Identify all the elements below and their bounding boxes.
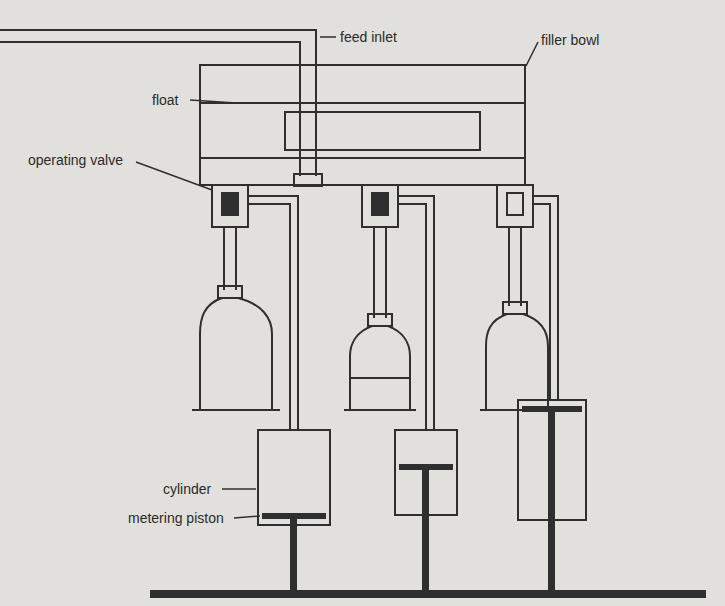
leader-line [222,488,256,490]
bottle-base [344,409,416,411]
bottle-base [192,409,280,411]
part-label: metering piston [128,510,224,526]
fill-stem [509,227,521,306]
stem-collar [368,314,392,326]
valve-core [372,193,388,215]
float-rod [200,157,525,159]
part-label: cylinder [163,481,211,497]
part-label: float [152,92,178,108]
float-rod [200,102,525,104]
valve-core [507,193,523,215]
bottle [200,298,272,410]
leader-line [190,100,236,103]
leader-line [234,516,260,518]
valve-body [362,185,398,227]
stem-collar [503,302,527,314]
feed-pipe [0,42,300,176]
bottle [350,326,410,410]
cylinder-body [258,430,330,525]
liquid-level [350,377,410,379]
valve-core [222,193,238,215]
metering-pipe [248,196,298,430]
piston-rod [548,406,555,593]
part-label: feed inlet [340,29,397,45]
filler-bowl-outline [200,65,525,185]
piston-base-bar [150,590,706,598]
metering-pipe [533,196,558,400]
fill-stem [374,227,386,318]
piston-rod [422,464,429,593]
leader-line [136,162,212,190]
fill-stem [224,227,236,290]
part-label: filler bowl [541,32,599,48]
piston-rod [290,513,297,593]
bottle [486,314,548,410]
valve-body [212,185,248,227]
float-body [285,112,480,150]
stem-collar [218,286,242,298]
leader-line [320,36,336,38]
metering-pipe [398,196,434,430]
part-label: operating valve [28,152,123,168]
leader-line [526,42,538,66]
valve-body [497,185,533,227]
